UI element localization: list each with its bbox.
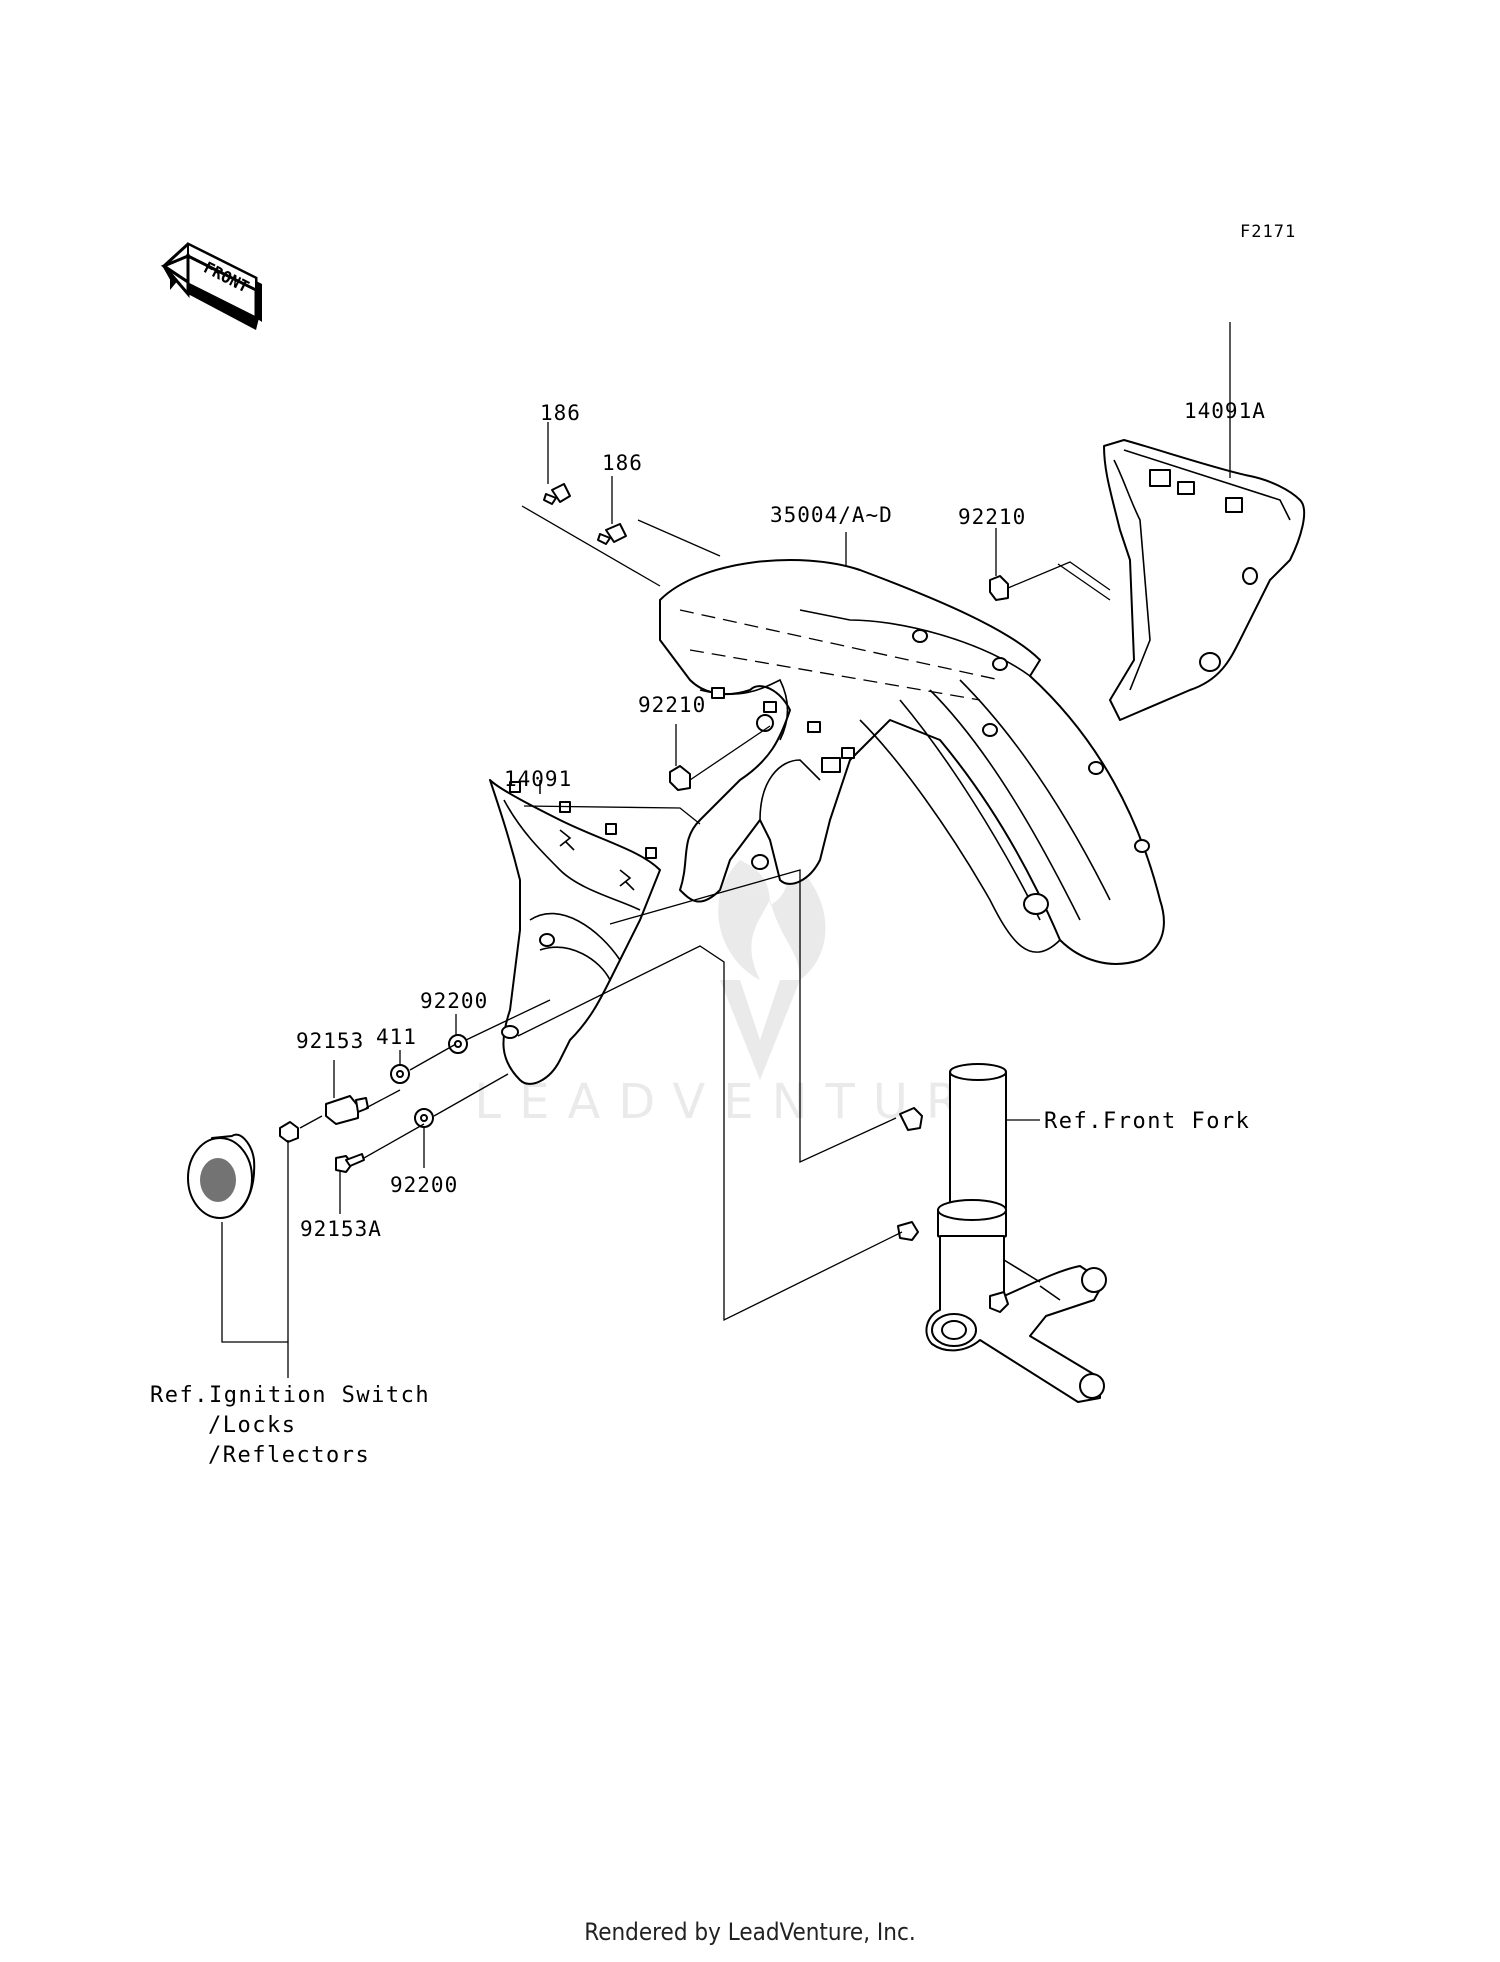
label-186-a: 186 bbox=[540, 401, 581, 425]
fender-cover-left bbox=[489, 779, 661, 1085]
leader-lines bbox=[221, 322, 1231, 1378]
label-92153A: 92153A bbox=[300, 1217, 382, 1241]
ref-front-fork: Ref.Front Fork bbox=[1044, 1109, 1250, 1134]
label-92210-a: 92210 bbox=[958, 505, 1026, 529]
label-14091: 14091 bbox=[504, 767, 572, 791]
washer-92200-a bbox=[448, 1034, 468, 1054]
label-411: 411 bbox=[376, 1025, 417, 1049]
footer-credit: Rendered by LeadVenture, Inc. bbox=[584, 1918, 916, 1946]
nut bbox=[279, 1121, 299, 1143]
label-186-b: 186 bbox=[602, 451, 643, 475]
reflector bbox=[187, 1133, 256, 1219]
front-arrow-icon: FRONT bbox=[160, 242, 262, 330]
bolt-186-b bbox=[597, 523, 627, 545]
label-35004: 35004/A~D bbox=[770, 503, 893, 527]
collar-92153 bbox=[325, 1095, 369, 1125]
ref-ignition-line-3: /Reflectors bbox=[208, 1443, 370, 1468]
bolt-186-a bbox=[543, 483, 571, 505]
ref-ignition-line-2: /Locks bbox=[208, 1413, 296, 1438]
label-92153: 92153 bbox=[296, 1029, 364, 1053]
label-14091A: 14091A bbox=[1184, 399, 1266, 423]
washer-411 bbox=[390, 1064, 410, 1084]
label-92200-b: 92200 bbox=[390, 1173, 458, 1197]
label-92200-a: 92200 bbox=[420, 989, 488, 1013]
diagram-code: F2171 bbox=[1240, 222, 1297, 242]
front-fork bbox=[897, 1063, 1107, 1403]
clip-92210-b bbox=[669, 765, 691, 791]
ref-ignition-line-1: Ref.Ignition Switch bbox=[150, 1383, 430, 1408]
fender-cover-right bbox=[1103, 439, 1306, 721]
clip-92210-a bbox=[989, 575, 1009, 601]
label-92210-b: 92210 bbox=[638, 693, 706, 717]
bolt-92153A bbox=[335, 1153, 365, 1173]
watermark-text: LEADVENTURE bbox=[474, 1074, 1025, 1130]
front-fender bbox=[659, 559, 1165, 965]
